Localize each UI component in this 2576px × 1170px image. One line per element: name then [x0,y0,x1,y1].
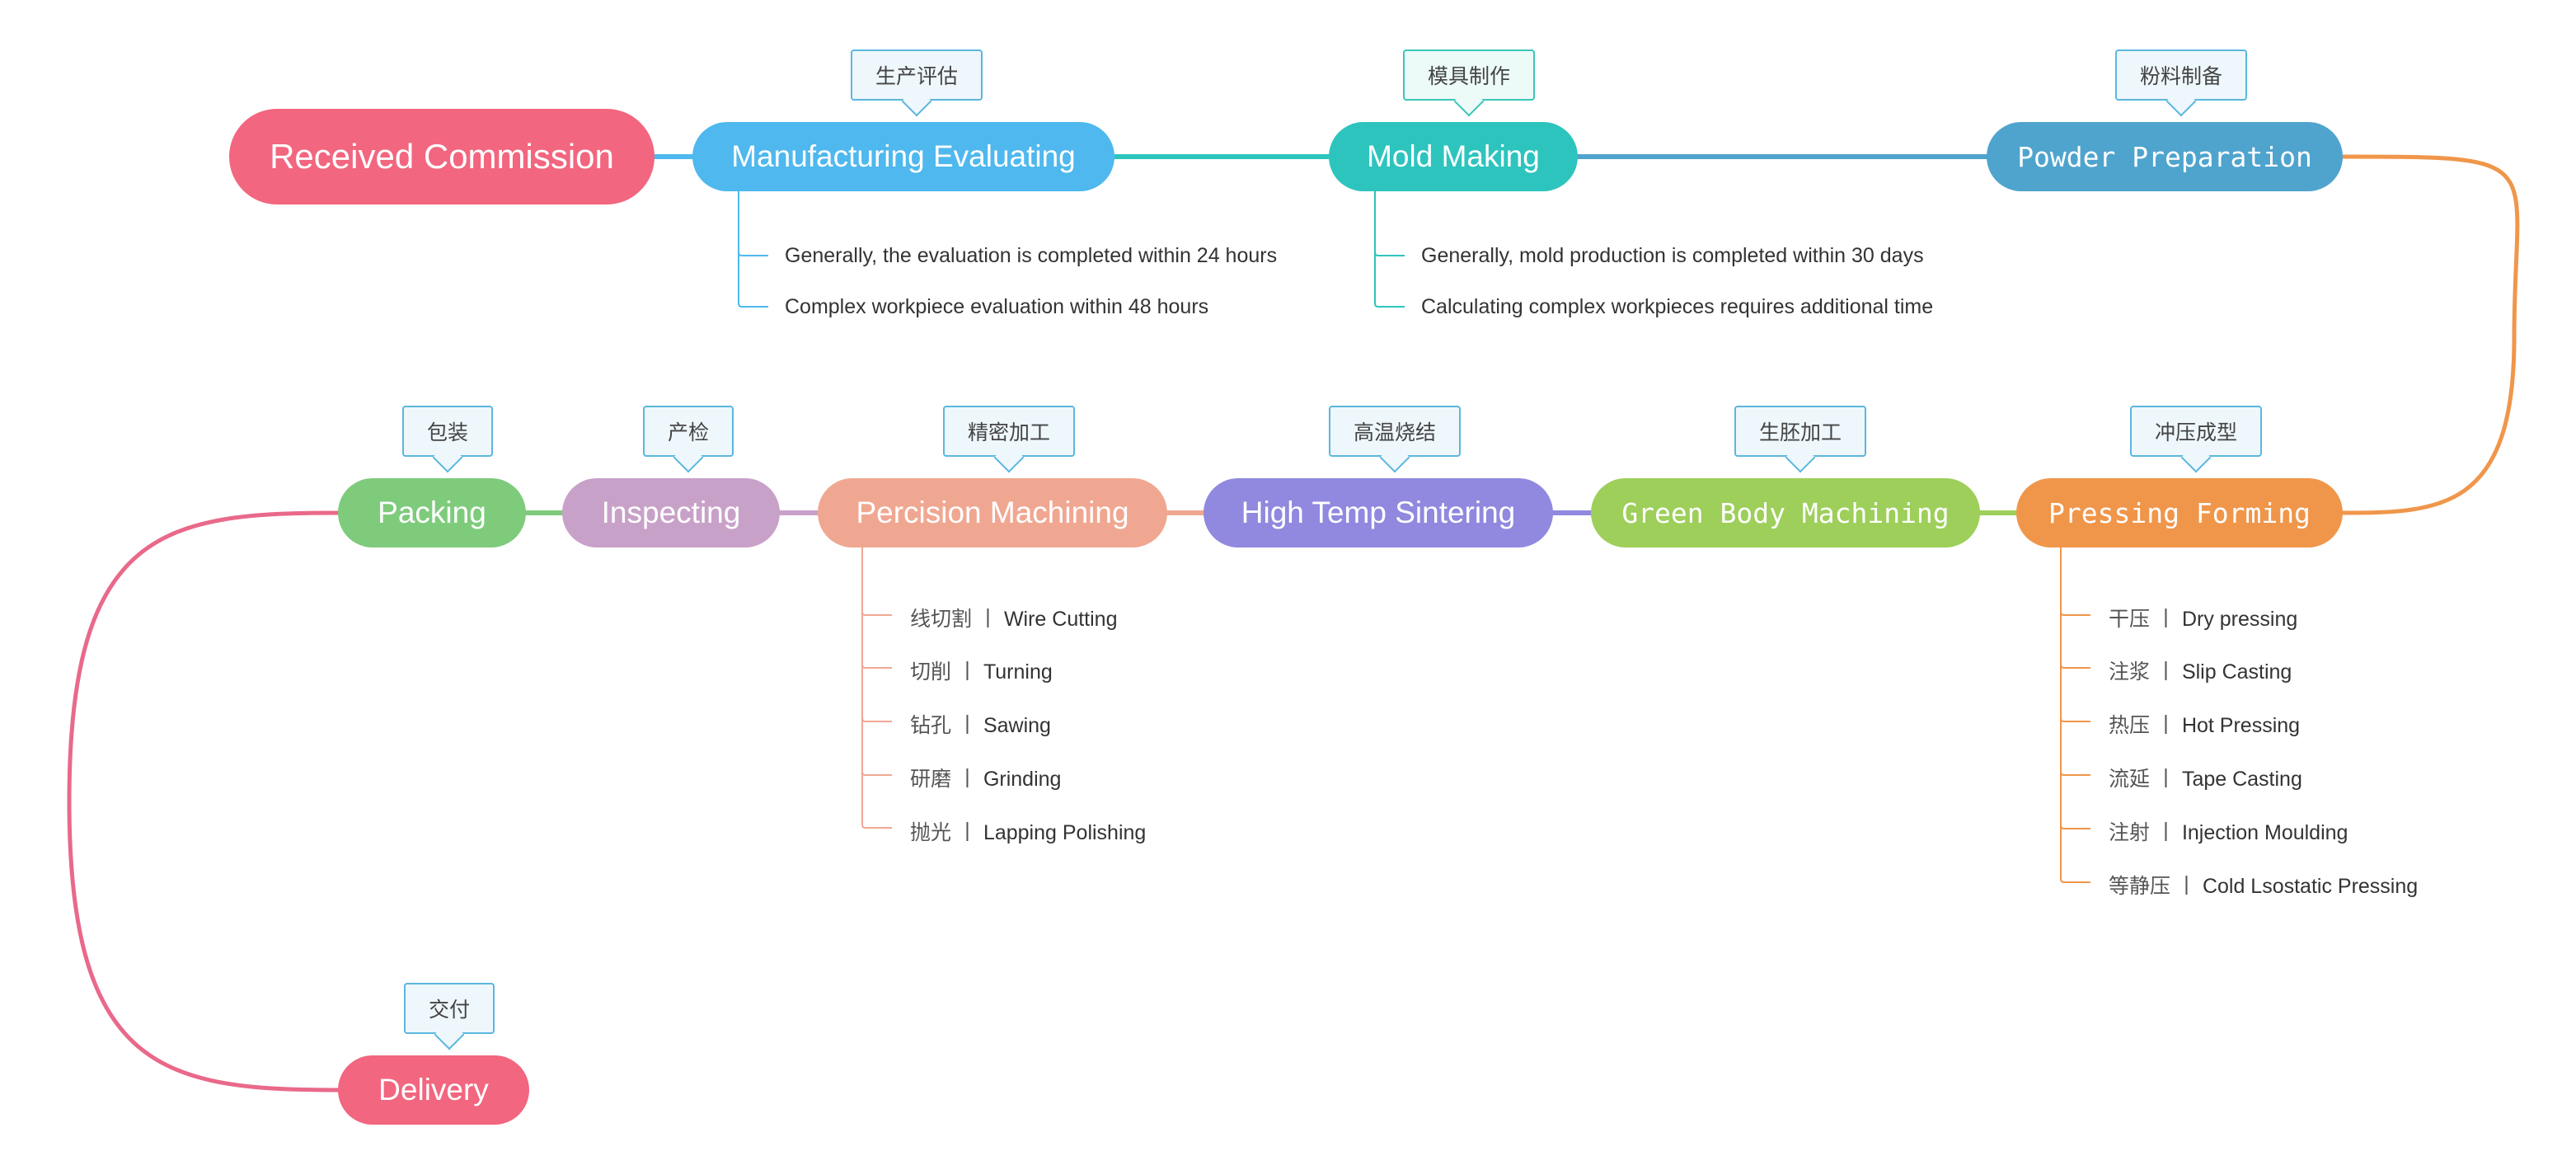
detail-en: Cold Lsostatic Pressing [2202,875,2419,898]
callout-label: 精密加工 [968,421,1051,444]
detail-cn: 干压 [2109,607,2151,631]
detail-machining-5: 抛光 丨 Lapping Polishing [910,816,1146,846]
node-inspecting[interactable]: Inspecting [562,478,780,547]
detail-cn: 流延 [2109,767,2151,791]
detail-machining-1: 线切割 丨 Wire Cutting [910,603,1117,632]
node-green-body-machining[interactable]: Green Body Machining [1591,478,1980,547]
detail-mold-1: Generally, mold production is completed … [1421,244,1924,268]
node-label: Green Body Machining [1621,496,1950,529]
node-label: Manufacturing Evaluating [731,139,1076,173]
detail-text: Generally, the evaluation is completed w… [785,244,1278,267]
callout-label: 高温烧结 [1354,421,1437,444]
detail-cn: 研磨 [910,767,952,791]
node-label: Inspecting [601,496,741,529]
detail-en: Wire Cutting [1003,608,1118,631]
detail-en: Slip Casting [2181,660,2292,684]
detail-en: Hot Pressing [2181,714,2301,737]
detail-manufacturing-1: Generally, the evaluation is completed w… [785,244,1277,268]
detail-machining-3: 钻孔 丨 Sawing [910,709,1051,739]
detail-cn: 注射 [2109,820,2151,844]
detail-cn: 切削 [910,660,952,684]
callout-label: 粉料制备 [2140,64,2223,88]
node-label: Percision Machining [856,496,1129,529]
node-manufacturing-evaluating[interactable]: Manufacturing Evaluating [692,122,1114,191]
callout-label: 冲压成型 [2155,421,2238,444]
detail-cn: 线切割 [910,607,973,631]
callout-powder: 粉料制备 [2115,49,2248,101]
detail-en: Tape Casting [2181,768,2302,791]
detail-pressing-2: 注浆 丨 Slip Casting [2109,655,2292,685]
node-label: Pressing Forming [2048,496,2311,529]
callout-manufacturing: 生产评估 [851,49,983,101]
node-label: Received Commission [270,137,614,176]
detail-en: Turning [983,660,1053,684]
detail-en: Grinding [983,768,1062,791]
detail-cn: 注浆 [2109,660,2151,684]
detail-en: Injection Moulding [2181,821,2348,844]
callout-label: 模具制作 [1428,64,1511,88]
detail-separator: 丨 [2175,874,2197,898]
callout-sintering: 高温烧结 [1329,406,1462,457]
detail-en: Dry pressing [2181,608,2298,631]
callout-packing: 包装 [402,406,494,457]
detail-pressing-6: 等静压 丨 Cold Lsostatic Pressing [2109,870,2418,900]
detail-separator: 丨 [2155,660,2176,684]
detail-separator: 丨 [2155,713,2176,737]
detail-machining-4: 研磨 丨 Grinding [910,763,1061,792]
callout-delivery: 交付 [404,983,495,1034]
detail-cn: 钻孔 [910,713,952,737]
detail-pressing-1: 干压 丨 Dry pressing [2109,603,2297,632]
detail-separator: 丨 [2155,607,2176,631]
node-packing[interactable]: Packing [338,478,526,547]
node-label: Powder Preparation [2017,140,2312,173]
detail-separator: 丨 [956,660,978,684]
node-pressing-forming[interactable]: Pressing Forming [2016,478,2343,547]
detail-cn: 等静压 [2109,874,2171,898]
detail-en: Lapping Polishing [983,821,1147,844]
detail-en: Sawing [983,714,1051,737]
node-powder-preparation[interactable]: Powder Preparation [1987,122,2343,191]
node-percision-machining[interactable]: Percision Machining [818,478,1167,547]
detail-separator: 丨 [956,713,978,737]
callout-label: 生产评估 [875,64,959,88]
detail-machining-2: 切削 丨 Turning [910,655,1053,685]
node-high-temp-sintering[interactable]: High Temp Sintering [1204,478,1553,547]
detail-cn: 抛光 [910,820,952,844]
callout-mold: 模具制作 [1403,49,1536,101]
callout-pressing: 冲压成型 [2130,406,2263,457]
detail-separator: 丨 [956,820,978,844]
node-received-commission[interactable]: Received Commission [229,109,655,204]
detail-pressing-3: 热压 丨 Hot Pressing [2109,709,2300,739]
node-label: Mold Making [1367,139,1540,173]
node-label: Packing [378,496,486,529]
detail-separator: 丨 [2155,820,2176,844]
detail-text: Complex workpiece evaluation within 48 h… [785,295,1209,318]
callout-label: 包装 [427,421,469,444]
callout-label: 产检 [668,421,710,444]
detail-pressing-4: 流延 丨 Tape Casting [2109,763,2302,792]
detail-text: Calculating complex workpieces requires … [1421,295,1934,318]
callout-machining: 精密加工 [943,406,1076,457]
detail-pressing-5: 注射 丨 Injection Moulding [2109,816,2348,846]
detail-separator: 丨 [2155,767,2176,791]
node-delivery[interactable]: Delivery [338,1055,529,1125]
detail-mold-2: Calculating complex workpieces requires … [1421,295,1933,319]
detail-separator: 丨 [977,607,998,631]
node-mold-making[interactable]: Mold Making [1329,122,1578,191]
callout-label: 生胚加工 [1759,421,1842,444]
detail-manufacturing-2: Complex workpiece evaluation within 48 h… [785,295,1208,319]
callout-label: 交付 [429,998,471,1022]
detail-separator: 丨 [956,767,978,791]
callout-inspecting: 产检 [643,406,734,457]
node-label: Delivery [378,1073,489,1107]
callout-greenbody: 生胚加工 [1734,406,1867,457]
detail-cn: 热压 [2109,713,2151,737]
node-label: High Temp Sintering [1241,496,1516,529]
detail-text: Generally, mold production is completed … [1421,244,1924,267]
